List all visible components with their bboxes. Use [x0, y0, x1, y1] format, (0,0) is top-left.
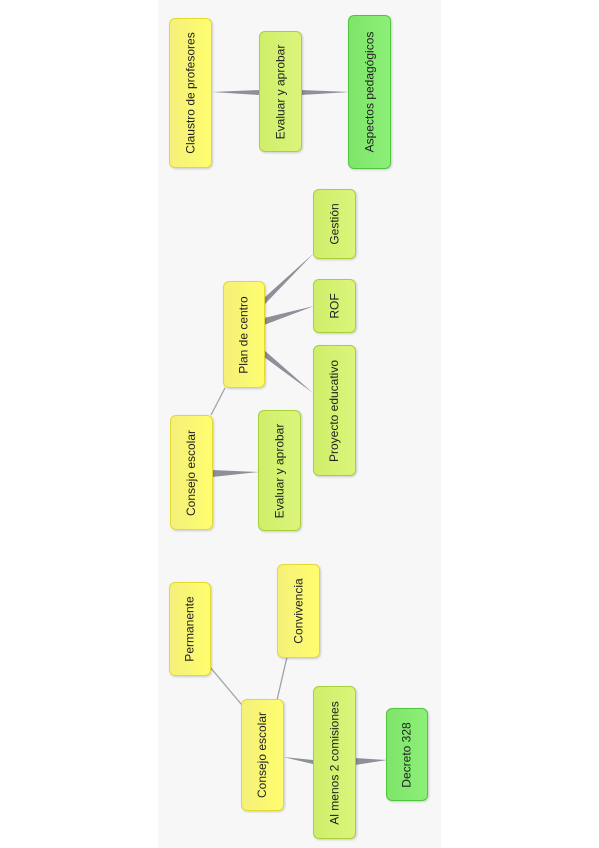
node-evaluar-y-aprobar-group2[interactable]: Evaluar y aprobar — [258, 410, 301, 531]
node-label: Convivencia — [291, 578, 306, 644]
node-label: Consejo escolar — [255, 711, 270, 799]
node-label: Plan de centro — [237, 295, 252, 374]
node-label: Consejo escolar — [184, 429, 199, 516]
node-label: Proyecto educativo — [327, 359, 342, 462]
node-decreto-328[interactable]: Decreto 328 — [386, 708, 428, 801]
node-al-menos-2-comisiones[interactable]: Al menos 2 comisiones — [313, 686, 356, 839]
node-proyecto-educativo[interactable]: Proyecto educativo — [313, 345, 356, 476]
node-label: Gestión — [327, 203, 342, 245]
node-label: Claustro de profesores — [183, 32, 198, 154]
connector-comisiones-decreto — [355, 758, 387, 765]
connector-permanente-consejo — [209, 666, 248, 712]
connector-claustro-evaluar — [212, 90, 259, 95]
node-rof[interactable]: ROF — [313, 279, 356, 333]
connector-convivencia-consejo — [276, 656, 288, 701]
connector-evaluar-aspectos — [301, 90, 350, 95]
node-aspectos-pedagogicos[interactable]: Aspectos pedagógicos — [348, 15, 391, 169]
node-label: Evaluar y aprobar — [273, 44, 288, 139]
node-convivencia[interactable]: Convivencia — [277, 564, 320, 658]
connector-plan-rof — [264, 306, 314, 325]
node-label: Al menos 2 comisiones — [327, 700, 342, 825]
node-label: Evaluar y aprobar — [272, 423, 287, 518]
node-label: Decreto 328 — [400, 721, 414, 788]
node-consejo-escolar-group2[interactable]: Consejo escolar — [170, 415, 213, 530]
connector-plan-gestion — [264, 253, 314, 305]
node-permanente[interactable]: Permanente — [169, 582, 211, 676]
node-evaluar-y-aprobar-group3[interactable]: Evaluar y aprobar — [259, 31, 302, 152]
node-claustro-de-profesores[interactable]: Claustro de profesores — [169, 18, 212, 168]
node-label: Aspectos pedagógicos — [362, 31, 377, 153]
connector-plan-proyecto — [264, 350, 313, 393]
connector-consejo-evaluar — [212, 470, 259, 477]
node-consejo-escolar-group1[interactable]: Consejo escolar — [241, 699, 284, 811]
node-gestion[interactable]: Gestión — [313, 189, 356, 259]
node-label: ROF — [327, 293, 342, 319]
connector-consejo-plan — [210, 387, 226, 416]
connector-consejo-comisiones — [283, 757, 313, 764]
node-plan-de-centro[interactable]: Plan de centro — [223, 281, 265, 388]
node-label: Permanente — [183, 596, 197, 662]
